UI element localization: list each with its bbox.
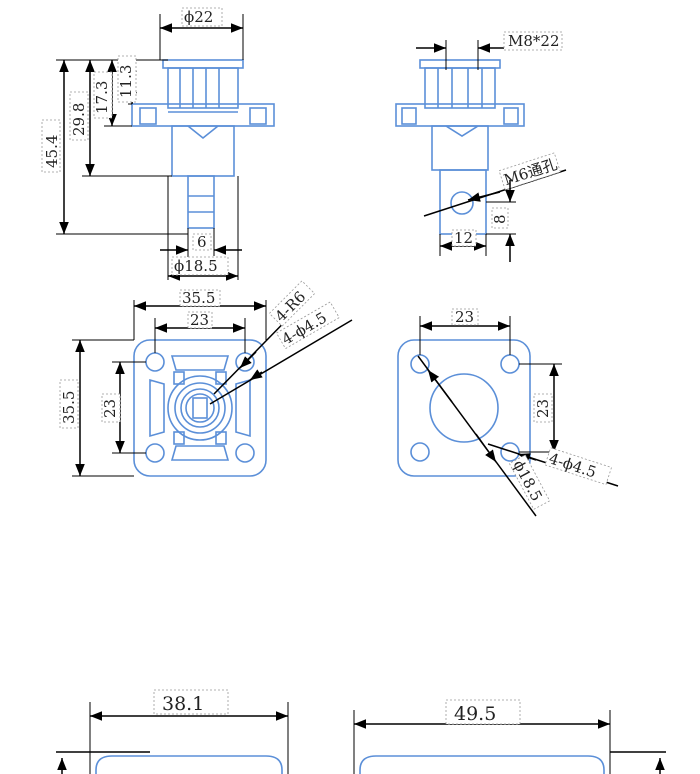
bottom-right-view: 49.5: [353, 699, 666, 774]
rear-plan-view: [397, 339, 531, 477]
side-view-dimensions: M8*22 M6通孔 8 12: [416, 31, 567, 262]
dim-flange-height: 29.8: [70, 103, 88, 136]
dim-bottom-right-width: 49.5: [454, 703, 496, 725]
dim-hole-spacing-top: 23: [190, 311, 209, 329]
dim-total-height: 45.4: [43, 135, 61, 168]
dim-rear-hole-spacing-right: 23: [534, 399, 552, 418]
dim-top-diameter: ϕ22: [184, 8, 213, 26]
dim-base-diameter: ϕ18.5: [174, 257, 218, 275]
dim-flange-width: 35.5: [182, 289, 215, 307]
front-plan-view: [133, 339, 267, 477]
dim-flange-height-left: 35.5: [60, 391, 78, 424]
front-view-dimensions: ϕ22 45.4 29.8 17.3 11.3 6 ϕ18.5: [41, 7, 244, 281]
dim-rear-mount-holes: 4-ϕ4.5: [547, 449, 599, 481]
dim-bottom-left-width: 38.1: [162, 693, 204, 715]
dim-top-height: 11.3: [117, 65, 135, 98]
dim-side-width: 12: [454, 229, 473, 247]
dim-pin-width: 6: [197, 233, 207, 251]
dim-side-height: 8: [491, 214, 509, 224]
dim-thread-spec: M8*22: [508, 32, 560, 50]
dim-hole-spacing-left: 23: [101, 399, 119, 418]
dim-cap-height: 17.3: [93, 81, 111, 114]
dim-rear-hole-spacing-top: 23: [455, 308, 474, 326]
bottom-left-view: 38.1: [56, 689, 289, 774]
front-view: [131, 59, 275, 229]
dim-rear-center-diameter: ϕ18.5: [509, 457, 545, 504]
